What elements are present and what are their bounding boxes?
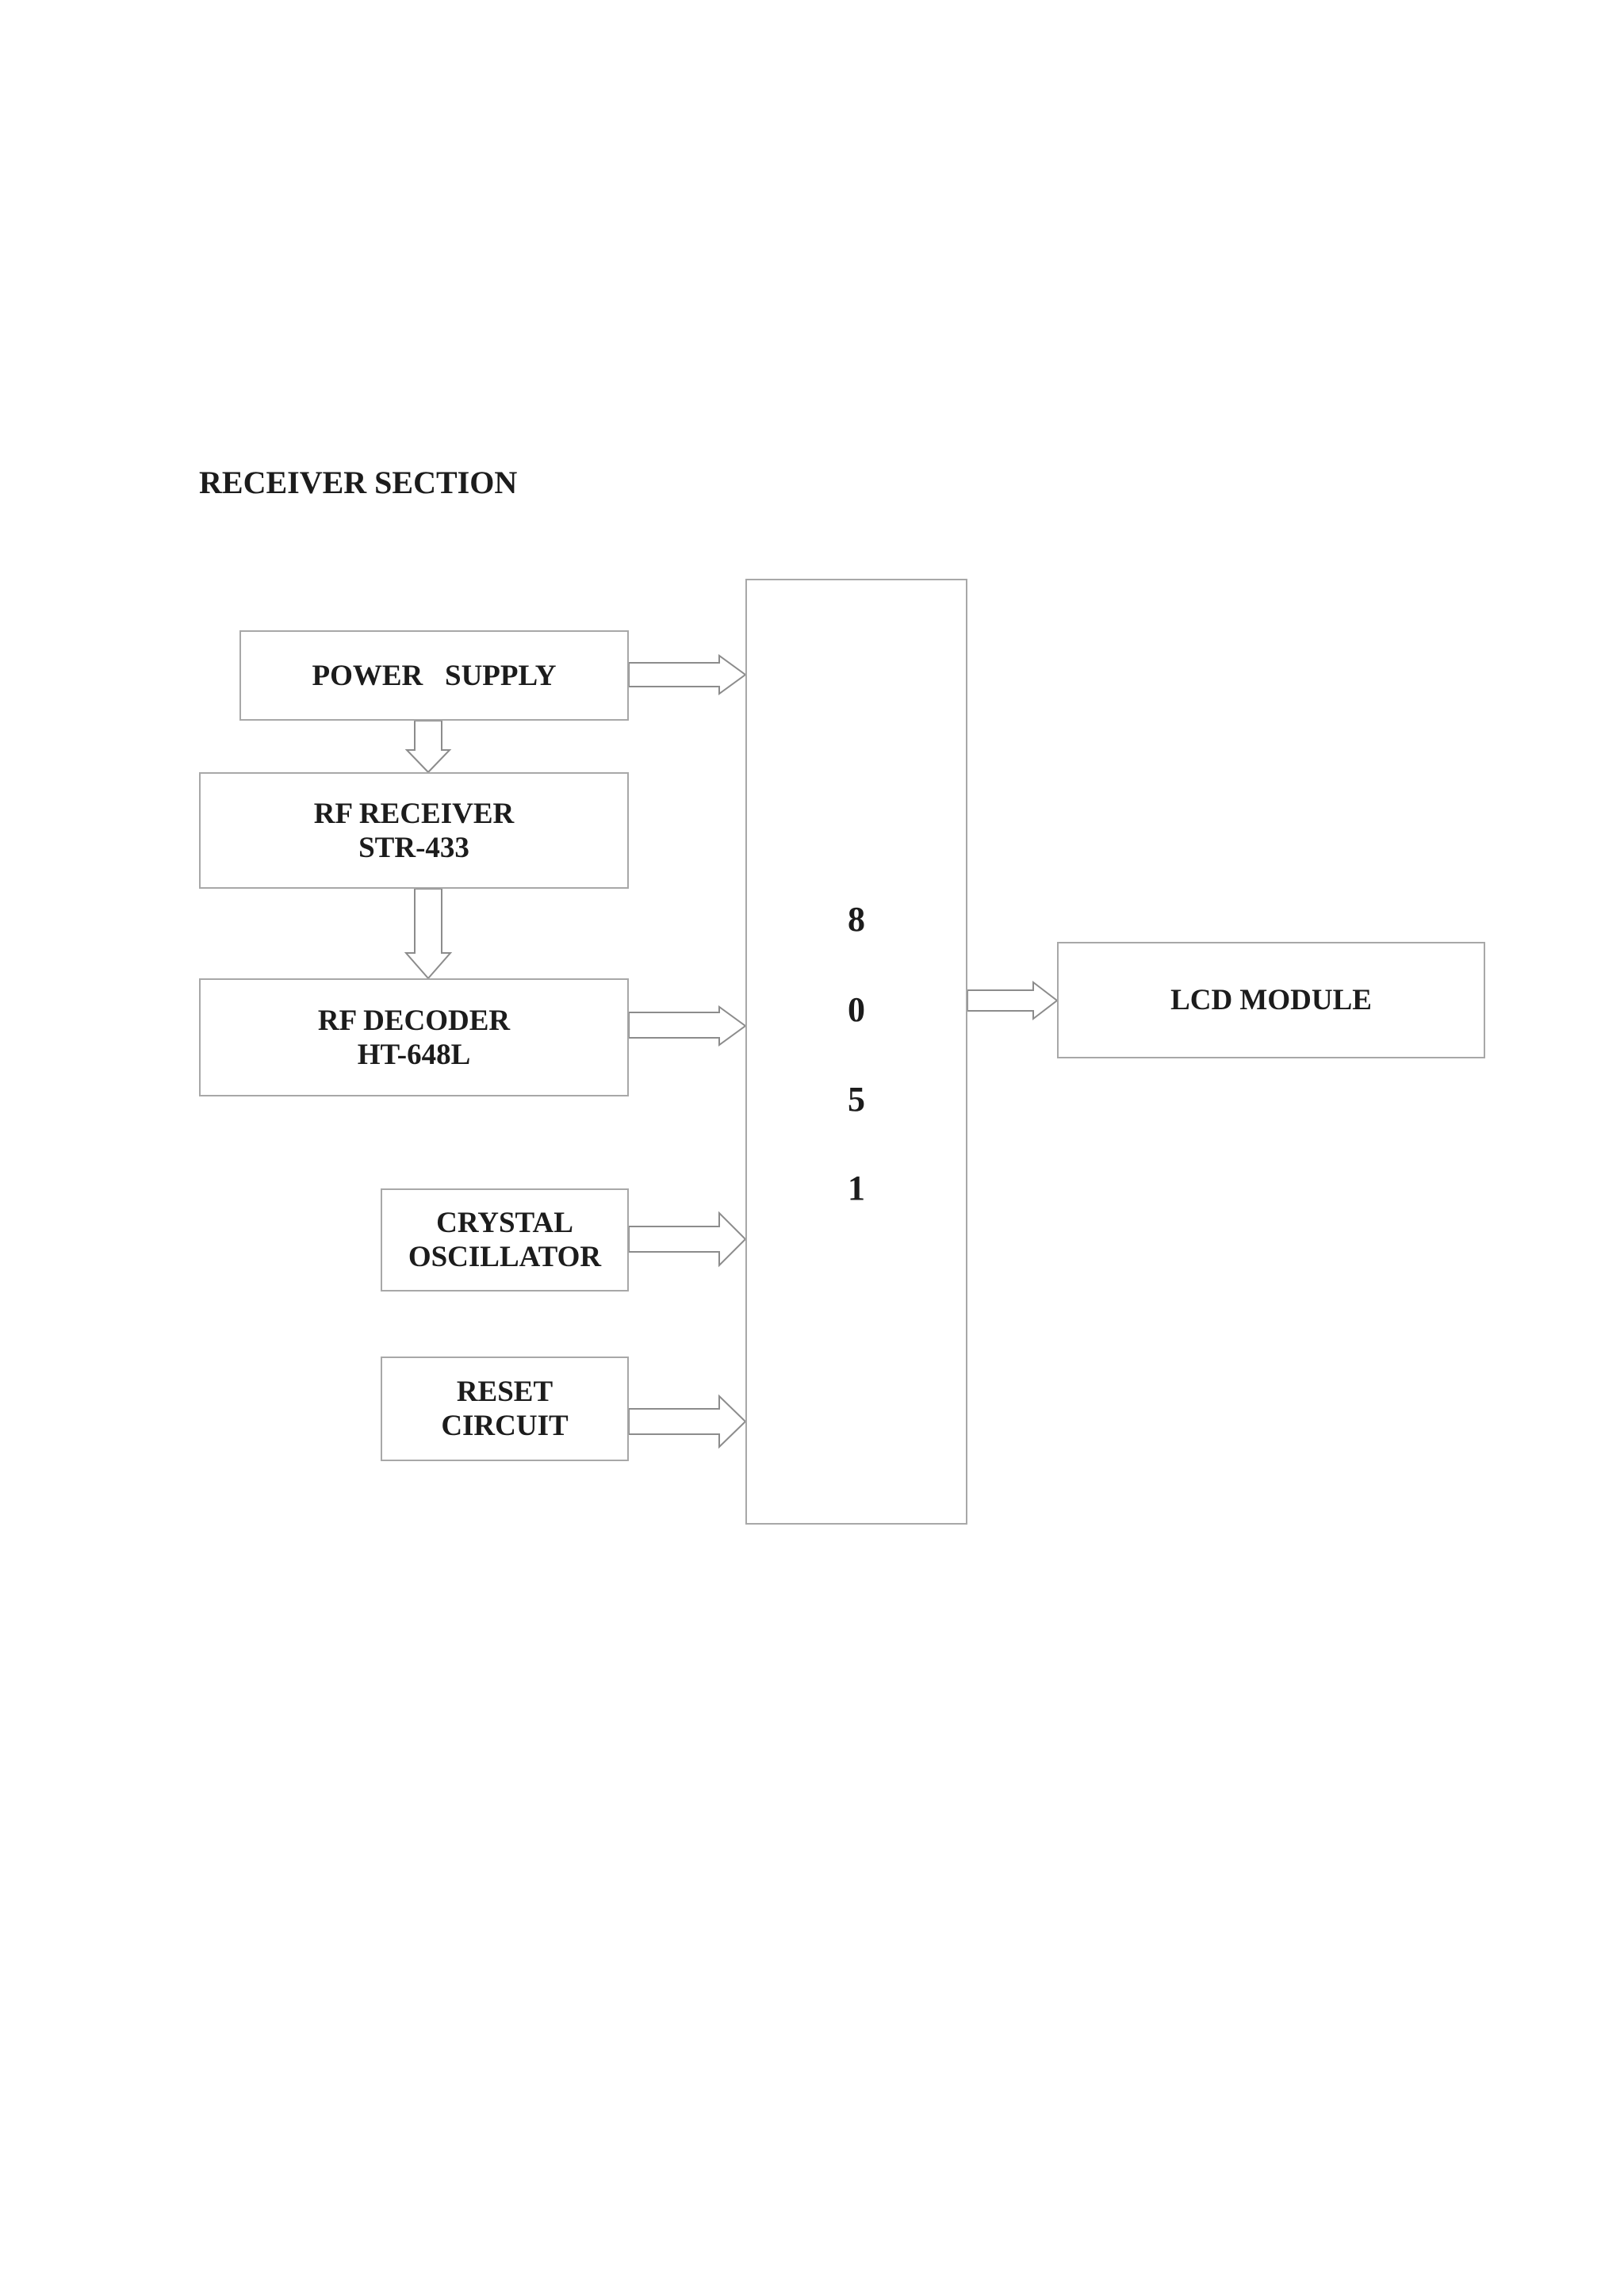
rf-decoder-model: HT-648L	[357, 1038, 471, 1071]
crystal-oscillator-block: CRYSTAL OSCILLATOR	[381, 1188, 629, 1292]
power-supply-block: POWER SUPPLY	[239, 630, 629, 721]
arrow-8051-to-lcd-module	[967, 980, 1059, 1021]
rf-receiver-label: RF RECEIVER	[313, 797, 515, 830]
microcontroller-8051-block: 8 0 5 1	[745, 579, 967, 1525]
microcontroller-char-1: 1	[848, 1169, 865, 1207]
arrow-rf-decoder-to-8051	[628, 1005, 747, 1047]
arrow-power-supply-to-8051	[628, 654, 747, 695]
arrow-power-supply-to-rf-receiver	[404, 720, 452, 774]
lcd-module-block: LCD MODULE	[1057, 942, 1485, 1058]
microcontroller-char-0: 0	[848, 990, 865, 1029]
microcontroller-char-5: 5	[848, 1080, 865, 1119]
rf-receiver-model: STR-433	[358, 831, 469, 864]
reset-circuit-block: RESET CIRCUIT	[381, 1357, 629, 1461]
power-supply-label: POWER SUPPLY	[312, 659, 557, 692]
reset-circuit-line-2: CIRCUIT	[441, 1410, 569, 1442]
lcd-module-label: LCD MODULE	[1170, 984, 1372, 1016]
arrow-crystal-oscillator-to-8051	[628, 1211, 747, 1268]
rf-decoder-label: RF DECODER	[317, 1004, 511, 1037]
section-title: RECEIVER SECTION	[199, 465, 518, 500]
rf-receiver-block: RF RECEIVER STR-433	[199, 772, 629, 889]
crystal-oscillator-line-2: OSCILLATOR	[408, 1241, 602, 1273]
crystal-oscillator-line-1: CRYSTAL	[436, 1207, 573, 1239]
arrow-rf-receiver-to-rf-decoder	[404, 888, 453, 980]
arrow-reset-circuit-to-8051	[628, 1394, 747, 1449]
reset-circuit-line-1: RESET	[456, 1376, 553, 1408]
rf-decoder-block: RF DECODER HT-648L	[199, 978, 629, 1096]
microcontroller-char-8: 8	[848, 900, 865, 939]
